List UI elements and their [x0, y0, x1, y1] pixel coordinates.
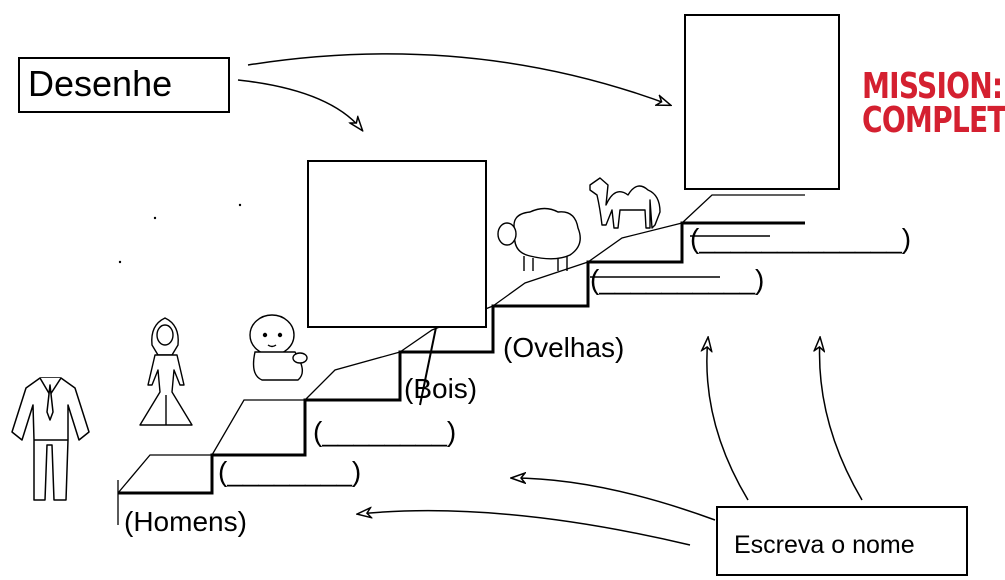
princess-icon	[139, 317, 193, 426]
step-label-blank-3[interactable]: (________)	[313, 416, 457, 447]
step-label-blank-6[interactable]: (__________)	[590, 264, 765, 295]
shirt-icon	[11, 377, 90, 501]
baby-icon	[249, 314, 308, 381]
arrow-draw-to-left-box	[237, 79, 362, 130]
staircase-perspective	[117, 194, 805, 525]
draw-instruction-label: Desenhe	[28, 63, 173, 104]
step-label-ovelhas: (Ovelhas)	[503, 332, 625, 363]
arrow-write-to-step7	[820, 338, 863, 501]
step-label-blank-2[interactable]: (________)	[218, 456, 362, 487]
sheep-icon	[497, 207, 581, 271]
arrow-write-to-step6	[707, 338, 749, 501]
camel-icon	[589, 177, 661, 229]
arrow-draw-to-right-box	[247, 53, 670, 105]
stamp-line-1: MISSION:	[862, 66, 1003, 107]
drawing-box-right[interactable]	[684, 14, 840, 190]
step-label-homens: (Homens)	[124, 506, 247, 537]
draw-instruction-box: Desenhe	[18, 57, 230, 113]
mission-complete-stamp: MISSION: COMPLETE	[862, 66, 1005, 142]
stamp-line-2: COMPLETE	[862, 100, 1005, 142]
step-label-blank-7[interactable]: (_____________)	[690, 223, 912, 254]
staircase-outline	[118, 221, 805, 495]
write-instruction-box: Escreva o nome	[716, 506, 968, 576]
arrow-write-to-step2	[512, 478, 716, 521]
drawing-box-left[interactable]	[307, 160, 487, 328]
write-instruction-label: Escreva o nome	[734, 531, 915, 559]
arrow-write-to-homens	[358, 511, 691, 546]
step-label-bois: (Bois)	[404, 373, 478, 404]
